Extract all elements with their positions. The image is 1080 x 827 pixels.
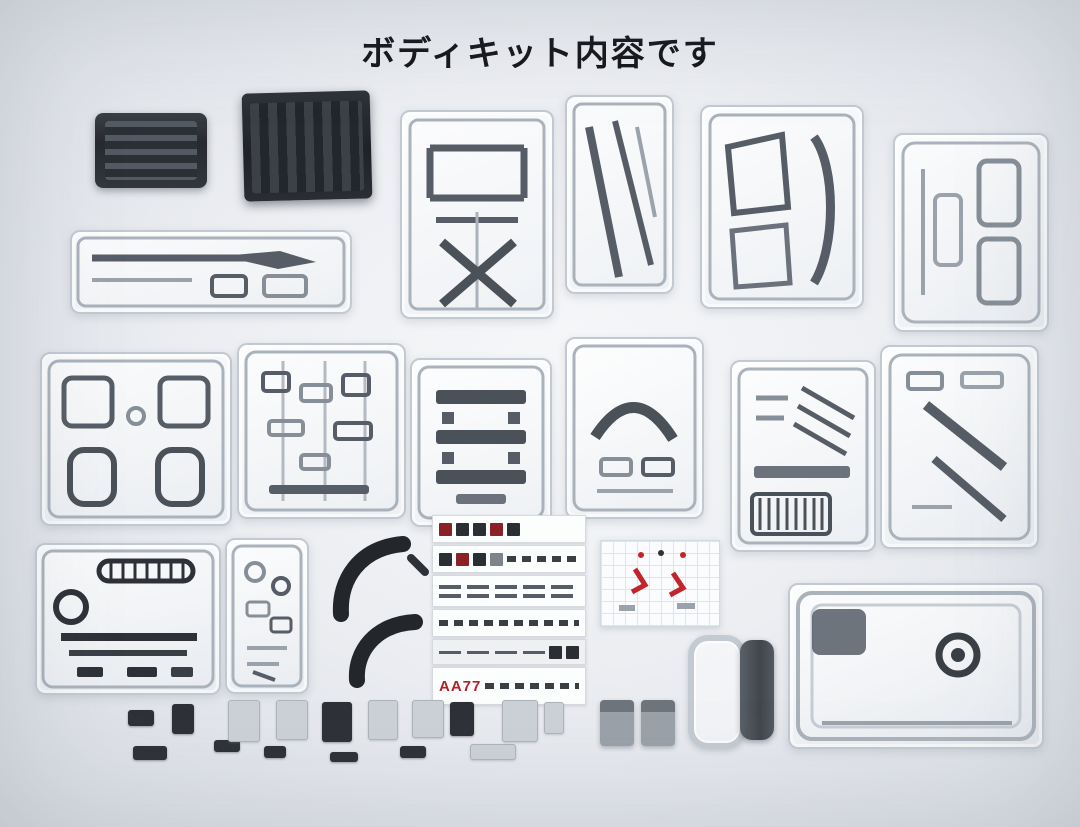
- hardware-bit: [450, 702, 474, 736]
- hardware-bit: [330, 752, 358, 762]
- hardware-bit: [544, 702, 564, 734]
- mirror-housing: [641, 700, 675, 746]
- photo-title: ボディキット内容です: [361, 35, 719, 73]
- decal-strip-code: AA77: [432, 667, 586, 705]
- decal-swatch: [439, 522, 452, 536]
- wheel-arch-sprue: [565, 337, 704, 519]
- hardware-bit: [400, 746, 426, 758]
- window-frame-sprue: [700, 105, 864, 309]
- decal-swatch: [439, 552, 452, 566]
- hardware-bit: [128, 710, 154, 726]
- hardware-bit: [214, 740, 240, 752]
- decal-strip: [432, 515, 586, 543]
- decal-swatch: [490, 522, 503, 536]
- decal-markings: [439, 593, 579, 598]
- suspension-sprue: [35, 543, 221, 695]
- cab-back-sprue: [400, 110, 554, 319]
- decal-markings: [439, 650, 545, 654]
- decal-code-text: AA77: [439, 677, 482, 695]
- decal-swatch: [456, 522, 469, 536]
- hardware-bit: [276, 700, 308, 740]
- door-seal-trim: [740, 640, 774, 740]
- light-parts-sprue: [225, 538, 309, 694]
- hardware-bit: [322, 702, 352, 742]
- window-seal-ring: [688, 635, 746, 749]
- hardware-bit: [133, 746, 167, 760]
- hardware-bit: [228, 700, 260, 742]
- side-panel-sprue: [893, 133, 1049, 332]
- decal-swatch: [456, 552, 469, 566]
- grille-sprue: [730, 360, 876, 552]
- pillar-sprue: [565, 95, 674, 294]
- decal-strip: [432, 609, 586, 637]
- fender-flares: [315, 528, 433, 690]
- accessory-tray: [95, 113, 207, 188]
- decal-strip: [432, 545, 586, 573]
- decal-markings: [439, 620, 579, 626]
- hardware-bit: [470, 744, 516, 760]
- long-trim-sprue: [70, 230, 352, 314]
- decal-swatch: [549, 645, 562, 659]
- bracket-sprue: [880, 345, 1039, 549]
- hardware-bit: [502, 700, 538, 742]
- decal-markings: [439, 584, 579, 589]
- decal-markings: [485, 683, 579, 689]
- decal-swatch: [473, 522, 486, 536]
- decal-swatch: [473, 552, 486, 566]
- small-parts-sprue: [237, 343, 406, 519]
- decal-swatch: [566, 645, 579, 659]
- decal-markings: [507, 556, 579, 562]
- tailgate-panel: [788, 583, 1044, 749]
- red-marking-decal-sheet: [600, 540, 720, 627]
- hardware-bit: [368, 700, 398, 740]
- door-panel-sprue: [40, 352, 232, 526]
- decal-swatch: [507, 522, 520, 536]
- mirror-housing: [600, 700, 634, 746]
- decal-strip: [432, 575, 586, 607]
- crossmember-sprue: [410, 358, 552, 527]
- decal-strip: [432, 639, 586, 665]
- hardware-bit: [172, 704, 194, 734]
- decal-swatch: [490, 552, 503, 566]
- hardware-bit: [412, 700, 444, 738]
- truck-bed-tub: [241, 90, 373, 202]
- decal-sheet-stack: AA77: [432, 515, 592, 705]
- hardware-bit: [264, 746, 286, 758]
